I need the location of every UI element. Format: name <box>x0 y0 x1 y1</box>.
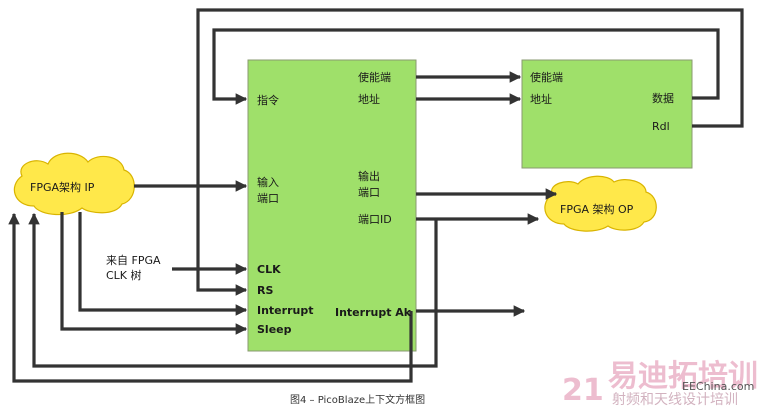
label-pb-enable: 使能端 <box>358 70 391 84</box>
watermark-number: 21 <box>562 373 604 408</box>
label-input-port-2: 端口 <box>257 192 279 205</box>
watermark-url: EEChina.com <box>682 380 754 393</box>
label-fpga-ip: FPGA架构 IP <box>30 180 95 194</box>
watermark-slogan: 射频和天线设计培训 <box>612 392 738 408</box>
label-interrupt: Interrupt <box>257 304 313 317</box>
label-rs: RS <box>257 284 273 297</box>
label-fpga-op: FPGA 架构 OP <box>560 202 634 216</box>
wire-ip-to-sleep <box>60 212 248 335</box>
watermark: 21 易迪拓培训 EEChina.com 射频和天线设计培训 <box>562 359 758 408</box>
label-output-port-2: 端口 <box>358 186 380 199</box>
label-clk: CLK <box>257 263 281 276</box>
watermark-site-cn: 易迪拓培训 <box>608 359 758 394</box>
label-sleep: Sleep <box>257 323 292 336</box>
label-mem-data: 数据 <box>652 91 674 105</box>
label-pb-address: 地址 <box>358 92 380 106</box>
figure-caption: 图4 – PicoBlaze上下文方框图 <box>290 393 425 406</box>
label-mem-rdl: Rdl <box>652 120 670 133</box>
label-mem-enable: 使能端 <box>530 70 563 84</box>
label-instruction: 指令 <box>257 93 279 107</box>
label-clock-source-2: CLK 树 <box>106 268 142 282</box>
label-interrupt-ack: Interrupt Ak <box>335 306 412 319</box>
picoblaze-block <box>247 59 417 352</box>
wire-ack-to-ip <box>8 212 413 383</box>
fpga-op-cloud <box>544 175 657 232</box>
label-port-id: 端口ID <box>358 213 392 226</box>
label-output-port-1: 输出 <box>358 169 380 183</box>
wire-portid-to-ip <box>28 212 438 368</box>
label-input-port-1: 输入 <box>257 175 279 189</box>
wires <box>8 8 744 383</box>
label-mem-address: 地址 <box>530 92 552 106</box>
label-clock-source-1: 来自 FPGA <box>106 254 161 267</box>
wire-rdl-to-rs <box>196 8 744 296</box>
memory-block <box>521 59 693 169</box>
wire-data-to-instruction <box>212 28 720 105</box>
wire-ip-to-interrupt <box>78 212 248 316</box>
